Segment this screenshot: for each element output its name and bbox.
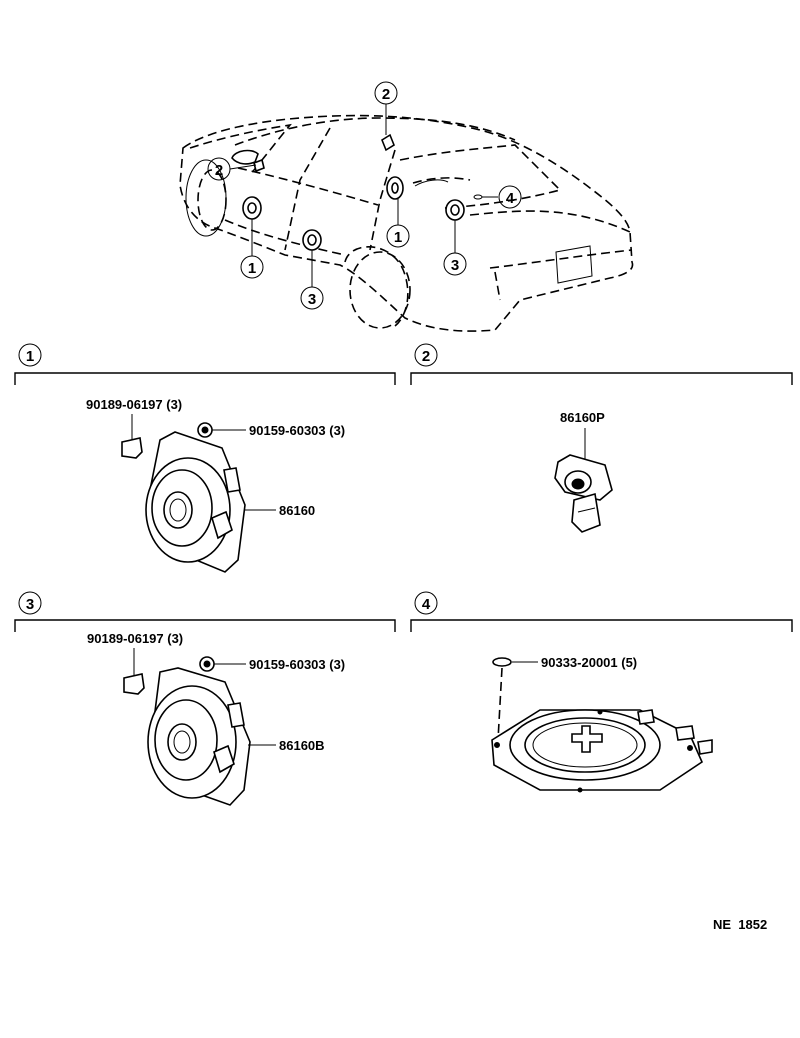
s3-speaker-label: 86160B [279,738,325,753]
s1-speaker-icon [145,431,246,573]
section-1: 1 90189-06197 (3) 90159-60303 (3) 86160 [14,343,396,573]
section-4-number: 4 [422,596,431,613]
section-1-number: 1 [26,348,34,365]
s3-nut-label: 90159-60303 (3) [249,657,345,672]
svg-text:1: 1 [394,229,402,246]
callout-2-top: 2 [374,81,398,105]
section-4: 4 90333-20001 (5) [410,591,793,793]
callout-3-rear: 3 [443,252,467,276]
car-callout-leaders [229,104,498,287]
s1-nut-label: 90159-60303 (3) [249,423,345,438]
svg-text:2: 2 [215,162,223,179]
callout-4: 4 [498,185,522,209]
s2-speaker-label: 86160P [560,410,605,425]
svg-text:1: 1 [248,260,256,277]
callout-1-front: 1 [240,255,264,279]
s3-speaker-icon [147,667,251,806]
section-3: 3 90189-06197 (3) 90159-60303 (3) 86160B [14,591,396,806]
s4-grommet-label: 90333-20001 (5) [541,655,637,670]
s3-screw-label: 90189-06197 (3) [87,631,183,646]
section-2-number: 2 [422,348,430,365]
callout-2-mirror: 2 [207,157,231,181]
callout-3-front: 3 [300,286,324,310]
svg-text:3: 3 [308,291,316,308]
car-overview [179,114,634,332]
callout-1-rear: 1 [386,224,410,248]
s2-tweeter-icon [554,454,613,533]
s4-grommet-icon [492,657,512,667]
s3-screw-icon [123,673,145,695]
svg-text:4: 4 [506,190,515,207]
svg-text:2: 2 [382,86,390,103]
svg-text:3: 3 [451,257,459,274]
section-2: 2 86160P [410,343,793,533]
section-3-number: 3 [26,596,34,613]
s1-screw-icon [121,437,143,459]
s1-screw-label: 90189-06197 (3) [86,397,182,412]
s1-speaker-label: 86160 [279,503,315,518]
s4-speaker-plate-icon [491,709,713,793]
diagram-code: NE 1852 [713,917,767,932]
